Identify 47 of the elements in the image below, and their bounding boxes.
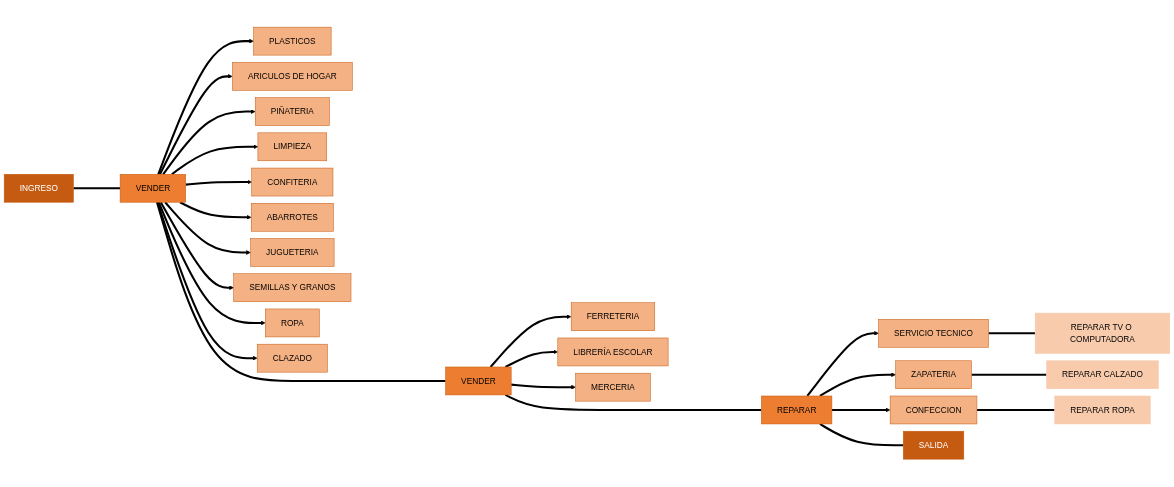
connector xyxy=(976,409,1055,412)
connector xyxy=(988,332,1036,335)
arrow xyxy=(831,408,891,413)
node-box: CONFITERIA xyxy=(251,168,334,197)
connector xyxy=(156,202,446,383)
arrow xyxy=(159,74,233,176)
arrow xyxy=(162,109,256,176)
node-box: LIMPIEZA xyxy=(257,132,327,162)
node-box: SERVICIO TECNICO xyxy=(878,319,989,348)
node-box: ARICULOS DE HOGAR xyxy=(232,62,353,91)
node-box: REPARAR CALZADO xyxy=(1046,360,1159,390)
arrow xyxy=(159,202,234,291)
node-box: FERRETERIA xyxy=(570,302,655,332)
node-box: MERCERIA xyxy=(575,373,651,402)
arrow xyxy=(157,39,254,175)
connector xyxy=(819,423,904,447)
arrow xyxy=(157,202,266,326)
node-box: INGRESO xyxy=(3,174,74,203)
connector xyxy=(971,374,1047,377)
node-box: CLAZADO xyxy=(256,344,328,373)
node-box: ABARROTES xyxy=(250,203,334,232)
node-box: SALIDA xyxy=(903,431,965,460)
arrow xyxy=(489,314,572,368)
arrow xyxy=(806,331,879,397)
node-box: SEMILLAS Y GRANOS xyxy=(233,273,352,303)
arrow xyxy=(185,180,252,186)
node-box: PLASTICOS xyxy=(253,27,332,56)
node-box: PIÑATERIA xyxy=(254,97,330,127)
arrow xyxy=(511,383,576,390)
arrow xyxy=(504,350,558,369)
node-box: JUGUETERIA xyxy=(250,238,335,268)
node-box: REPARAR ROPA xyxy=(1054,396,1151,425)
arrow xyxy=(171,144,259,176)
node-box: CONFECCION xyxy=(889,396,978,425)
node-box: REPARAR xyxy=(761,396,833,425)
arrow xyxy=(179,201,252,220)
arrow xyxy=(819,372,896,398)
node-box: REPARAR TV O COMPUTADORA xyxy=(1034,313,1171,355)
node-box: ROPA xyxy=(265,309,320,338)
node-box: ZAPATERIA xyxy=(895,360,972,390)
node-box: VENDER xyxy=(119,174,186,203)
node-box: VENDER xyxy=(445,367,512,396)
node-box: LIBRERÍA ESCOLAR xyxy=(557,338,669,367)
connector xyxy=(504,394,762,412)
connector xyxy=(73,187,121,190)
arrow xyxy=(156,202,258,361)
arrow xyxy=(164,201,251,256)
